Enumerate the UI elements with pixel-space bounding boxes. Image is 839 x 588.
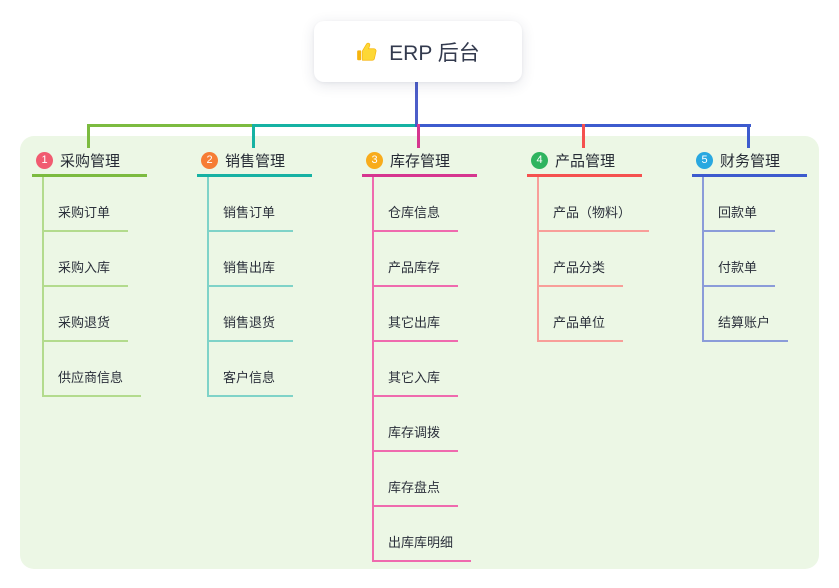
child-row: 库存调拨: [362, 397, 471, 452]
child-row: 采购入库: [32, 232, 141, 287]
branch-header[interactable]: 3 库存管理: [362, 146, 477, 177]
child-row: 产品单位: [527, 287, 649, 342]
child-node-label[interactable]: 其它入库: [372, 368, 459, 397]
child-row: 结算账户: [692, 287, 789, 342]
child-node-label[interactable]: 产品（物料）: [537, 203, 650, 232]
branch-children: 产品（物料） 产品分类产品单位: [527, 177, 650, 342]
child-node-label[interactable]: 销售订单: [207, 203, 294, 232]
branch-connector-drop: [747, 124, 750, 148]
branch-number-badge: 1: [36, 151, 53, 169]
child-row: 出库库明细: [362, 507, 472, 562]
branch-title-label: 销售管理: [225, 152, 286, 170]
child-row: 供应商信息: [32, 342, 142, 397]
branch-node-3: 3 库存管理 仓库信息产品库存其它出库其它入库库存调拨库存盘点出库库明细: [362, 124, 477, 562]
child-row: 客户信息: [197, 342, 294, 397]
child-row: 付款单: [692, 232, 788, 287]
child-node-label[interactable]: 库存调拨: [372, 423, 459, 452]
child-node-label[interactable]: 产品分类: [537, 258, 624, 287]
branch-node-4: 4 产品管理 产品（物料） 产品分类产品单位: [527, 124, 650, 342]
child-node-label[interactable]: 仓库信息: [372, 203, 459, 232]
branch-children: 回款单付款单结算账户: [692, 177, 789, 342]
child-node-label[interactable]: 采购退货: [42, 313, 129, 342]
child-row: 库存盘点: [362, 452, 471, 507]
branch-trunk-line: [42, 177, 44, 397]
child-node-label[interactable]: 产品单位: [537, 313, 624, 342]
branch-connector-drop: [252, 124, 255, 148]
branch-title-label: 产品管理: [555, 152, 616, 170]
thumbs-up-icon: [356, 40, 379, 63]
connector-bus-left: [87, 124, 254, 127]
branch-title-label: 采购管理: [60, 152, 121, 170]
child-row: 销售退货: [197, 287, 294, 342]
child-row: 产品（物料）: [527, 177, 650, 232]
branch-connector-drop: [417, 124, 420, 148]
branch-header[interactable]: 4 产品管理: [527, 146, 642, 177]
child-row: 销售订单: [197, 177, 294, 232]
branch-header[interactable]: 5 财务管理: [692, 146, 807, 177]
child-node-label[interactable]: 销售出库: [207, 258, 294, 287]
child-node-label[interactable]: 采购入库: [42, 258, 129, 287]
branch-connector-drop: [87, 124, 90, 148]
child-row: 采购退货: [32, 287, 141, 342]
child-row: 产品分类: [527, 232, 649, 287]
root-node-label: ERP 后台: [389, 41, 480, 65]
child-row: 产品库存: [362, 232, 471, 287]
branch-trunk-line: [207, 177, 209, 397]
child-node-label[interactable]: 结算账户: [702, 313, 789, 342]
branch-node-1: 1 采购管理 采购订单采购入库采购退货供应商信息: [32, 124, 147, 397]
branch-header[interactable]: 1 采购管理: [32, 146, 147, 177]
child-row: 仓库信息: [362, 177, 471, 232]
child-row: 采购订单: [32, 177, 141, 232]
child-node-label[interactable]: 供应商信息: [42, 368, 142, 397]
branch-node-5: 5 财务管理 回款单付款单结算账户: [692, 124, 807, 342]
connector-bus-middle: [252, 124, 417, 127]
child-row: 销售出库: [197, 232, 294, 287]
root-stem-connector: [415, 82, 418, 127]
child-row: 回款单: [692, 177, 788, 232]
branch-number-badge: 4: [531, 151, 548, 169]
branch-number-badge: 2: [201, 151, 218, 169]
branch-children: 采购订单采购入库采购退货供应商信息: [32, 177, 142, 397]
branches-panel-background: [20, 136, 819, 569]
branch-children: 销售订单销售出库销售退货客户信息: [197, 177, 294, 397]
child-node-label[interactable]: 库存盘点: [372, 478, 459, 507]
branch-trunk-line: [702, 177, 704, 342]
branch-node-2: 2 销售管理 销售订单销售出库销售退货客户信息: [197, 124, 312, 397]
child-node-label[interactable]: 销售退货: [207, 313, 294, 342]
child-node-label[interactable]: 客户信息: [207, 368, 294, 397]
child-row: 其它出库: [362, 287, 471, 342]
branch-trunk-line: [372, 177, 374, 562]
child-node-label[interactable]: 出库库明细: [372, 533, 472, 562]
child-node-label[interactable]: 采购订单: [42, 203, 129, 232]
branch-children: 仓库信息产品库存其它出库其它入库库存调拨库存盘点出库库明细: [362, 177, 472, 562]
child-node-label[interactable]: 回款单: [702, 203, 776, 232]
branch-title-label: 财务管理: [720, 152, 781, 170]
branch-trunk-line: [537, 177, 539, 342]
branch-header[interactable]: 2 销售管理: [197, 146, 312, 177]
branch-number-badge: 3: [366, 151, 383, 169]
branch-title-label: 库存管理: [390, 152, 451, 170]
child-node-label[interactable]: 付款单: [702, 258, 776, 287]
child-node-label[interactable]: 其它出库: [372, 313, 459, 342]
child-node-label[interactable]: 产品库存: [372, 258, 459, 287]
branch-connector-drop: [582, 124, 585, 148]
child-row: 其它入库: [362, 342, 471, 397]
branch-number-badge: 5: [696, 151, 713, 169]
root-node[interactable]: ERP 后台: [314, 21, 522, 82]
